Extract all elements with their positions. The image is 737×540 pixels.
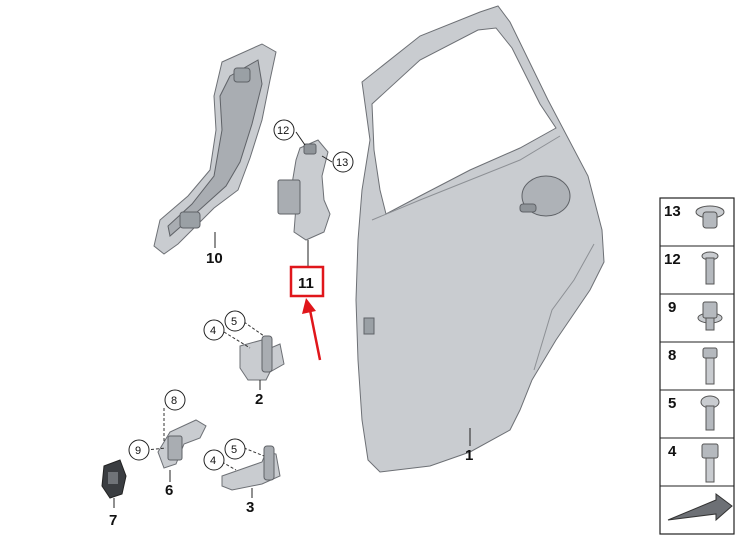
callout-6: 6 <box>165 482 173 499</box>
callout-5b-circle <box>224 438 246 460</box>
callout-8-circle <box>164 389 186 411</box>
callout-3: 3 <box>246 499 254 516</box>
flange-bolt-icon <box>697 301 723 331</box>
highlight-box-11 <box>289 265 325 298</box>
callout-9: 9 <box>135 445 141 457</box>
callout-5b: 5 <box>231 444 237 456</box>
callout-9-circle <box>128 439 150 461</box>
legend-row-9[interactable]: 9 <box>668 299 723 331</box>
direction-arrow-icon <box>667 493 733 522</box>
fastener-legend <box>659 197 735 535</box>
legend-row-4[interactable]: 4 <box>668 443 719 483</box>
legend-label-12: 12 <box>664 251 681 268</box>
leader-5a <box>243 321 265 337</box>
screw-icon <box>701 251 719 285</box>
callout-4a-circle <box>203 319 225 341</box>
callout-11: 11 <box>298 275 314 292</box>
callout-12: 12 <box>277 125 289 137</box>
legend-label-9: 9 <box>668 299 676 316</box>
leader-5b <box>243 447 265 457</box>
hinge-part-2[interactable] <box>239 335 285 381</box>
clip-nut-icon <box>695 205 725 229</box>
callout-13: 13 <box>336 157 348 169</box>
bracket-part-11[interactable] <box>277 139 331 241</box>
leader-4b <box>221 461 237 471</box>
legend-row-8[interactable]: 8 <box>668 347 718 385</box>
leader-12 <box>295 131 306 146</box>
hinge-part-3[interactable] <box>221 445 281 491</box>
callout-7: 7 <box>109 512 117 529</box>
callout-2: 2 <box>255 391 263 408</box>
hex-bolt-icon <box>701 443 719 483</box>
gasket-part-7[interactable] <box>101 459 127 499</box>
callout-10: 10 <box>206 250 223 267</box>
legend-label-13: 13 <box>664 203 681 220</box>
callout-5a-circle <box>224 310 246 332</box>
door-part-1[interactable] <box>355 5 605 473</box>
leader-4a <box>223 331 251 349</box>
legend-row-12[interactable]: 12 <box>664 251 719 285</box>
legend-row-13[interactable]: 13 <box>664 203 725 229</box>
callout-12-circle <box>273 119 295 141</box>
leader-9 <box>145 447 167 451</box>
callout-4b: 4 <box>210 455 216 467</box>
leader-13 <box>321 155 333 163</box>
torx-bolt-icon <box>700 395 720 431</box>
legend-row-5[interactable]: 5 <box>668 395 720 431</box>
check-strap-part-6[interactable] <box>157 419 207 469</box>
callout-5a: 5 <box>231 316 237 328</box>
callout-4b-circle <box>203 449 225 471</box>
hex-bolt-icon <box>702 347 718 385</box>
legend-label-8: 8 <box>668 347 676 364</box>
panel-part-10[interactable] <box>153 43 277 255</box>
legend-label-5: 5 <box>668 395 676 412</box>
callout-8: 8 <box>171 395 177 407</box>
callout-13-circle <box>332 151 354 173</box>
callout-1: 1 <box>465 447 473 464</box>
highlight-arrow <box>302 298 322 361</box>
legend-label-4: 4 <box>668 443 677 460</box>
callout-4a: 4 <box>210 325 216 337</box>
